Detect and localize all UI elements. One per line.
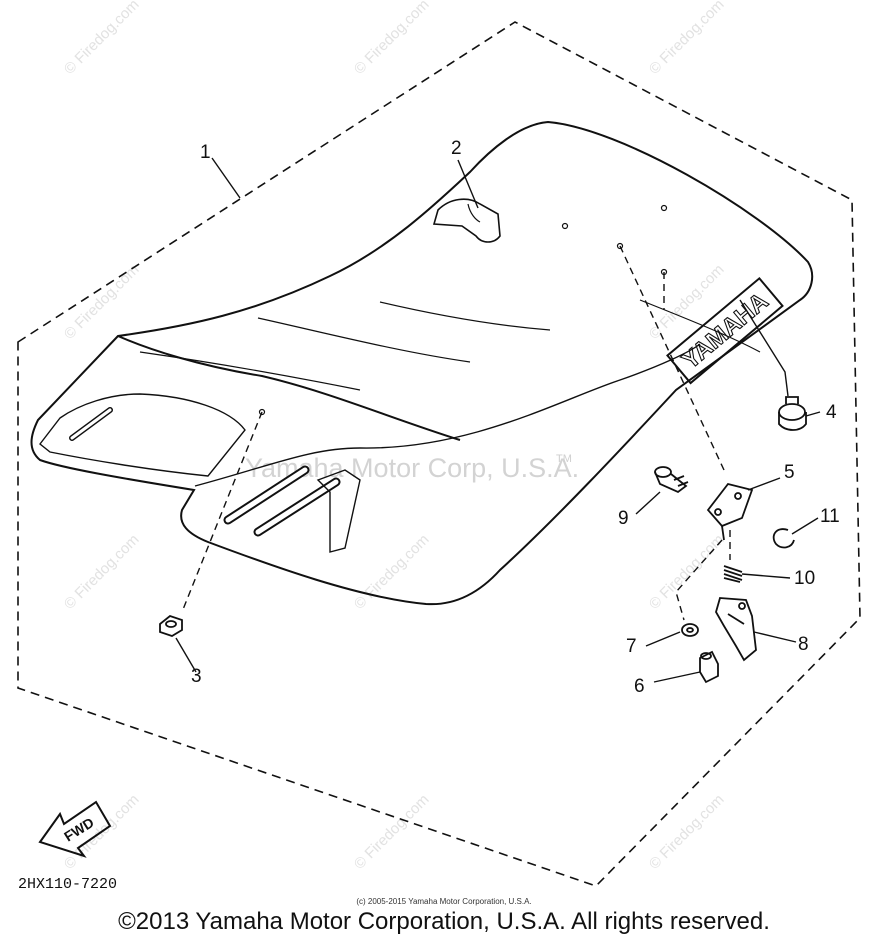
part-code: 2HX110-7220 — [18, 876, 117, 893]
callout-4: 4 — [826, 402, 837, 423]
hardware-parts — [159, 396, 807, 684]
small-copyright: (c) 2005-2015 Yamaha Motor Corporation, … — [356, 897, 532, 906]
main-copyright: ©2013 Yamaha Motor Corporation, U.S.A. A… — [118, 908, 770, 935]
callout-11: 11 — [820, 506, 840, 527]
lock-lever-part — [715, 597, 757, 662]
spring-part — [723, 565, 743, 583]
bolt-part — [654, 466, 689, 494]
clip-part — [772, 528, 795, 549]
collar-part — [681, 623, 699, 637]
screw-part — [699, 650, 719, 684]
callout-8: 8 — [798, 634, 809, 655]
seat-outline — [30, 120, 814, 606]
callout-3: 3 — [191, 666, 202, 687]
watermark-text: © Firedog.com — [351, 791, 433, 873]
callout-10: 10 — [794, 568, 815, 589]
callout-7: 7 — [626, 636, 637, 657]
callout-1: 1 — [200, 142, 211, 163]
watermark-text: © Firedog.com — [351, 0, 433, 78]
callout-5: 5 — [784, 462, 795, 483]
callout-2: 2 — [451, 138, 462, 159]
leader-lines — [175, 157, 821, 683]
callout-labels: 1 2 3 4 5 6 7 8 9 10 11 — [191, 138, 840, 697]
nut-part — [159, 614, 183, 637]
bracket-part — [706, 482, 754, 541]
callout-9: 9 — [618, 508, 629, 529]
watermark-text: © Firedog.com — [646, 791, 728, 873]
assembly-boundary — [17, 21, 861, 887]
watermark-text: © Firedog.com — [646, 531, 728, 613]
watermark-layer: © Firedog.com © Firedog.com © Firedog.co… — [61, 0, 728, 873]
watermark-text: © Firedog.com — [61, 261, 143, 343]
watermark-text: © Firedog.com — [61, 531, 143, 613]
damper-part — [778, 396, 807, 431]
watermark-text: © Firedog.com — [61, 0, 143, 78]
callout-6: 6 — [634, 676, 645, 697]
watermark-text: © Firedog.com — [646, 0, 728, 78]
watermark-text: © Firedog.com — [351, 531, 433, 613]
watermark-tm: TM — [556, 453, 572, 465]
assembly-lines — [181, 245, 731, 621]
